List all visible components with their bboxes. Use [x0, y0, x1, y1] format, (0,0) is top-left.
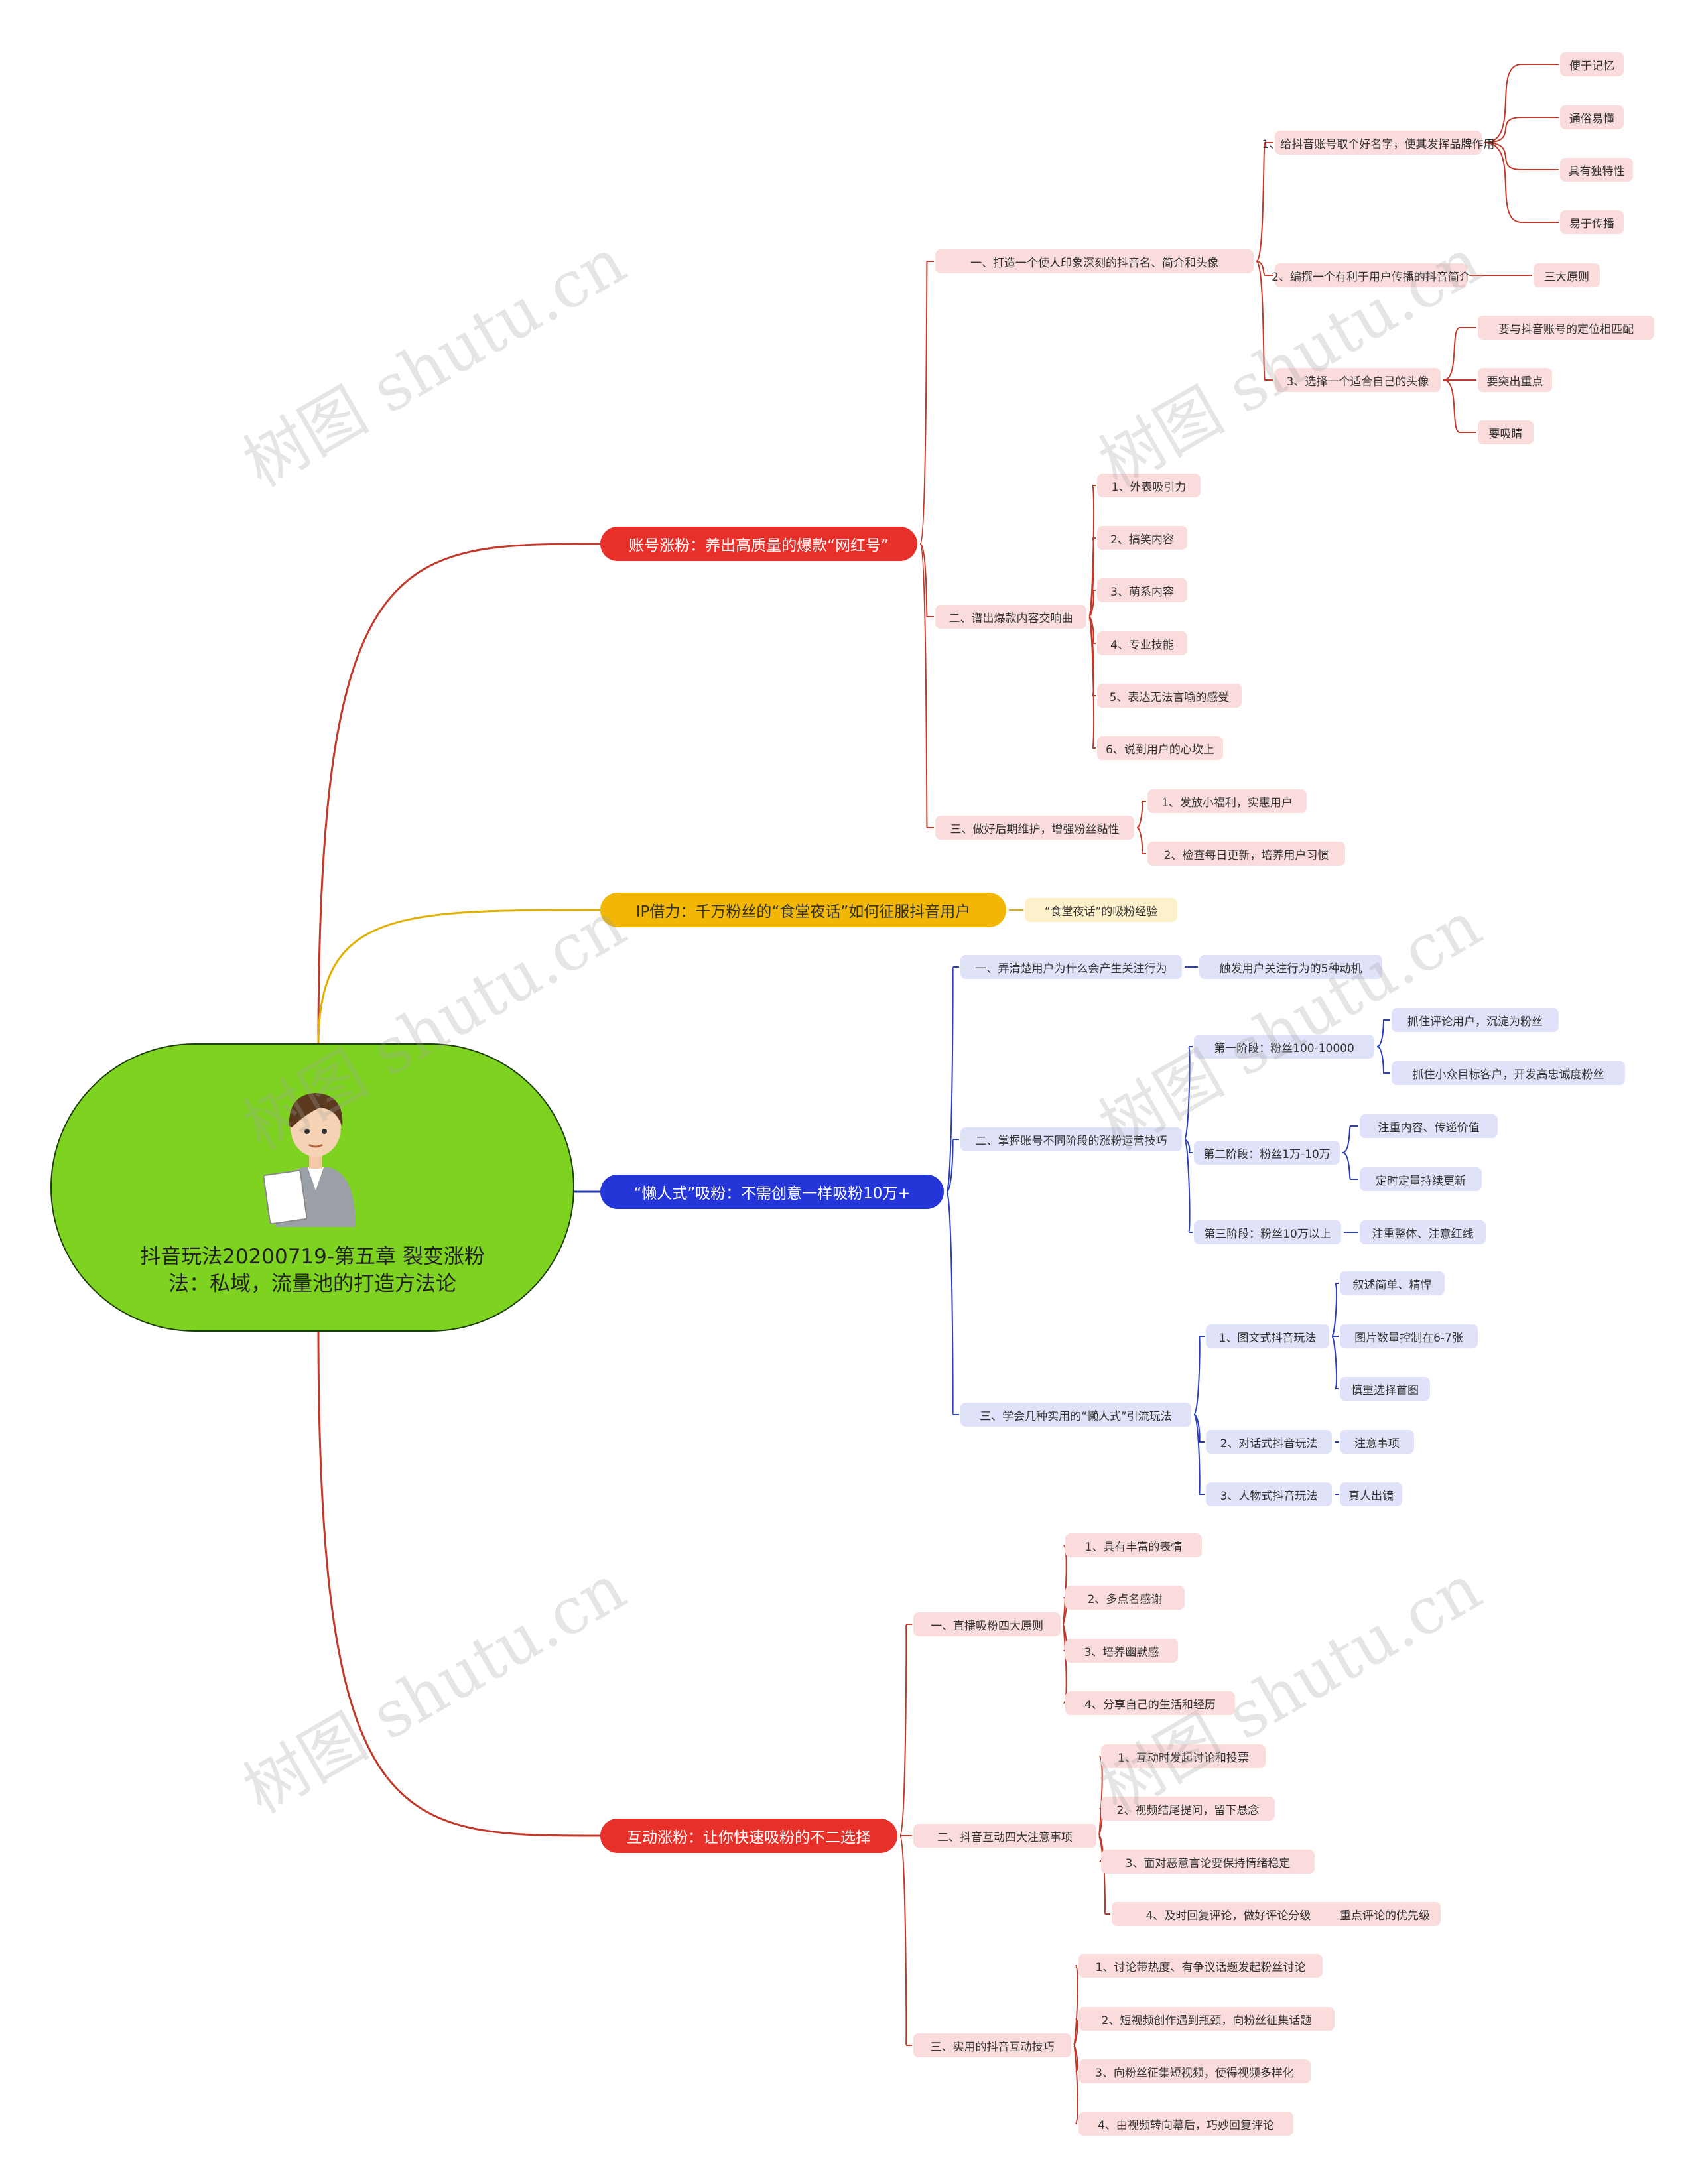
topic-node[interactable]: 2、多点名感谢: [1065, 1586, 1185, 1610]
topic-node[interactable]: “食堂夜话”的吸粉经验: [1025, 898, 1177, 922]
topic-node[interactable]: 一、弄清楚用户为什么会产生关注行为: [960, 955, 1182, 979]
topic-node[interactable]: 1、给抖音账号取个好名字，使其发挥品牌作用: [1275, 131, 1482, 155]
topic-node[interactable]: 二、抖音互动四大注意事项: [913, 1824, 1096, 1848]
topic-node[interactable]: 1、发放小福利，实惠用户: [1147, 789, 1307, 813]
connector-line: [1099, 1836, 1110, 1914]
connector-line: [1332, 1336, 1339, 1389]
topic-node[interactable]: 4、及时回复评论，做好评论分级: [1112, 1902, 1345, 1926]
connector-line: [1342, 1153, 1358, 1179]
connector-line: [1484, 64, 1559, 143]
topic-node[interactable]: 账号涨粉：养出高质量的爆款“网红号”: [600, 527, 917, 561]
topic-node[interactable]: 抓住小众目标客户，开发高忠诚度粉丝: [1392, 1061, 1625, 1085]
topic-node[interactable]: 3、培养幽默感: [1065, 1639, 1178, 1663]
topic-node[interactable]: 第二阶段：粉丝1万-10万: [1194, 1141, 1340, 1165]
topic-node[interactable]: 三、实用的抖音互动技巧: [913, 2033, 1071, 2057]
topic-node[interactable]: 三、学会几种实用的“懒人式”引流玩法: [960, 1403, 1191, 1427]
topic-node[interactable]: 2、短视频创作遇到瓶颈，向粉丝征集话题: [1078, 2007, 1335, 2031]
topic-node[interactable]: 定时定量持续更新: [1360, 1167, 1482, 1191]
topic-node[interactable]: 3、萌系内容: [1097, 578, 1187, 602]
topic-node[interactable]: 要吸睛: [1478, 420, 1534, 444]
connector-line: [1484, 143, 1559, 222]
topic-node[interactable]: 互动涨粉：让你快速吸粉的不二选择: [600, 1819, 897, 1853]
topic-node[interactable]: 叙述简单、精悍: [1340, 1271, 1445, 1295]
connector-line: [1137, 828, 1146, 854]
topic-node[interactable]: 要突出重点: [1478, 368, 1552, 392]
connector-line: [1377, 1047, 1390, 1073]
root-title: 抖音玩法20200719-第五章 裂变涨粉法：私域，流量池的打造方法论: [52, 1244, 573, 1298]
connector-line: [920, 261, 934, 544]
topic-node[interactable]: 二、谱出爆款内容交响曲: [935, 605, 1086, 629]
topic-node[interactable]: 3、人物式抖音玩法: [1206, 1482, 1332, 1506]
topic-node[interactable]: 要与抖音账号的定位相匹配: [1478, 316, 1654, 340]
topic-node[interactable]: 2、检查每日更新，培养用户习惯: [1147, 842, 1345, 866]
connector-line: [1137, 801, 1146, 828]
topic-node[interactable]: 3、面对恶意言论要保持情绪稳定: [1101, 1850, 1315, 1874]
topic-node[interactable]: 5、表达无法言喻的感受: [1097, 684, 1242, 708]
connector-line: [1194, 1336, 1205, 1415]
connector-line: [900, 1624, 912, 1836]
topic-node[interactable]: “懒人式”吸粉：不需创意一样吸粉10万+: [600, 1175, 944, 1209]
connector-line: [1443, 328, 1476, 380]
topic-node[interactable]: 图片数量控制在6-7张: [1340, 1324, 1478, 1348]
topic-node[interactable]: 三、做好后期维护，增强粉丝黏性: [935, 816, 1134, 840]
topic-node[interactable]: 重点评论的优先级: [1329, 1902, 1441, 1926]
connector-line: [1332, 1283, 1339, 1336]
topic-node[interactable]: 4、由视频转向幕后，巧妙回复评论: [1078, 2112, 1293, 2136]
topic-node[interactable]: 真人出镜: [1340, 1482, 1402, 1506]
topic-node[interactable]: 2、对话式抖音玩法: [1206, 1430, 1332, 1454]
topic-node[interactable]: 一、打造一个使人印象深刻的抖音名、简介和头像: [935, 249, 1254, 273]
topic-node[interactable]: 1、具有丰富的表情: [1065, 1533, 1202, 1557]
connector-line: [1443, 380, 1476, 432]
connector-line: [947, 1192, 959, 1415]
topic-node[interactable]: 慎重选择首图: [1340, 1377, 1430, 1401]
topic-node[interactable]: 易于传播: [1560, 210, 1624, 234]
connector-line: [1342, 1126, 1358, 1153]
topic-node[interactable]: 三大原则: [1534, 263, 1600, 287]
topic-node[interactable]: IP借力：千万粉丝的“食堂夜话”如何征服抖音用户: [600, 893, 1006, 927]
topic-node[interactable]: 1、图文式抖音玩法: [1206, 1324, 1329, 1348]
topic-node[interactable]: 1、讨论带热度、有争议话题发起粉丝讨论: [1078, 1954, 1323, 1978]
topic-node[interactable]: 一、直播吸粉四大原则: [913, 1612, 1061, 1636]
topic-node[interactable]: 抓住评论用户，沉淀为粉丝: [1392, 1008, 1559, 1032]
topic-node[interactable]: 6、说到用户的心坎上: [1097, 736, 1223, 760]
topic-node[interactable]: 注重内容、传递价值: [1360, 1114, 1498, 1138]
topic-node[interactable]: 4、专业技能: [1097, 631, 1187, 655]
connector-line: [1256, 261, 1274, 275]
topic-node[interactable]: 2、搞笑内容: [1097, 526, 1187, 550]
connector-line: [1256, 143, 1274, 261]
topic-node[interactable]: 第三阶段：粉丝10万以上: [1194, 1220, 1341, 1244]
connector-line: [900, 1836, 912, 2045]
topic-node[interactable]: 注重整体、注意红线: [1360, 1220, 1486, 1244]
connector-line: [920, 544, 934, 828]
connector-line: [1377, 1020, 1390, 1047]
topic-node[interactable]: 注意事项: [1340, 1430, 1414, 1454]
topic-node[interactable]: 3、向粉丝征集短视频，使得视频多样化: [1078, 2059, 1311, 2083]
topic-node[interactable]: 具有独特性: [1560, 158, 1633, 182]
topic-node[interactable]: 便于记忆: [1560, 52, 1624, 76]
topic-node[interactable]: 通俗易懂: [1560, 105, 1624, 129]
